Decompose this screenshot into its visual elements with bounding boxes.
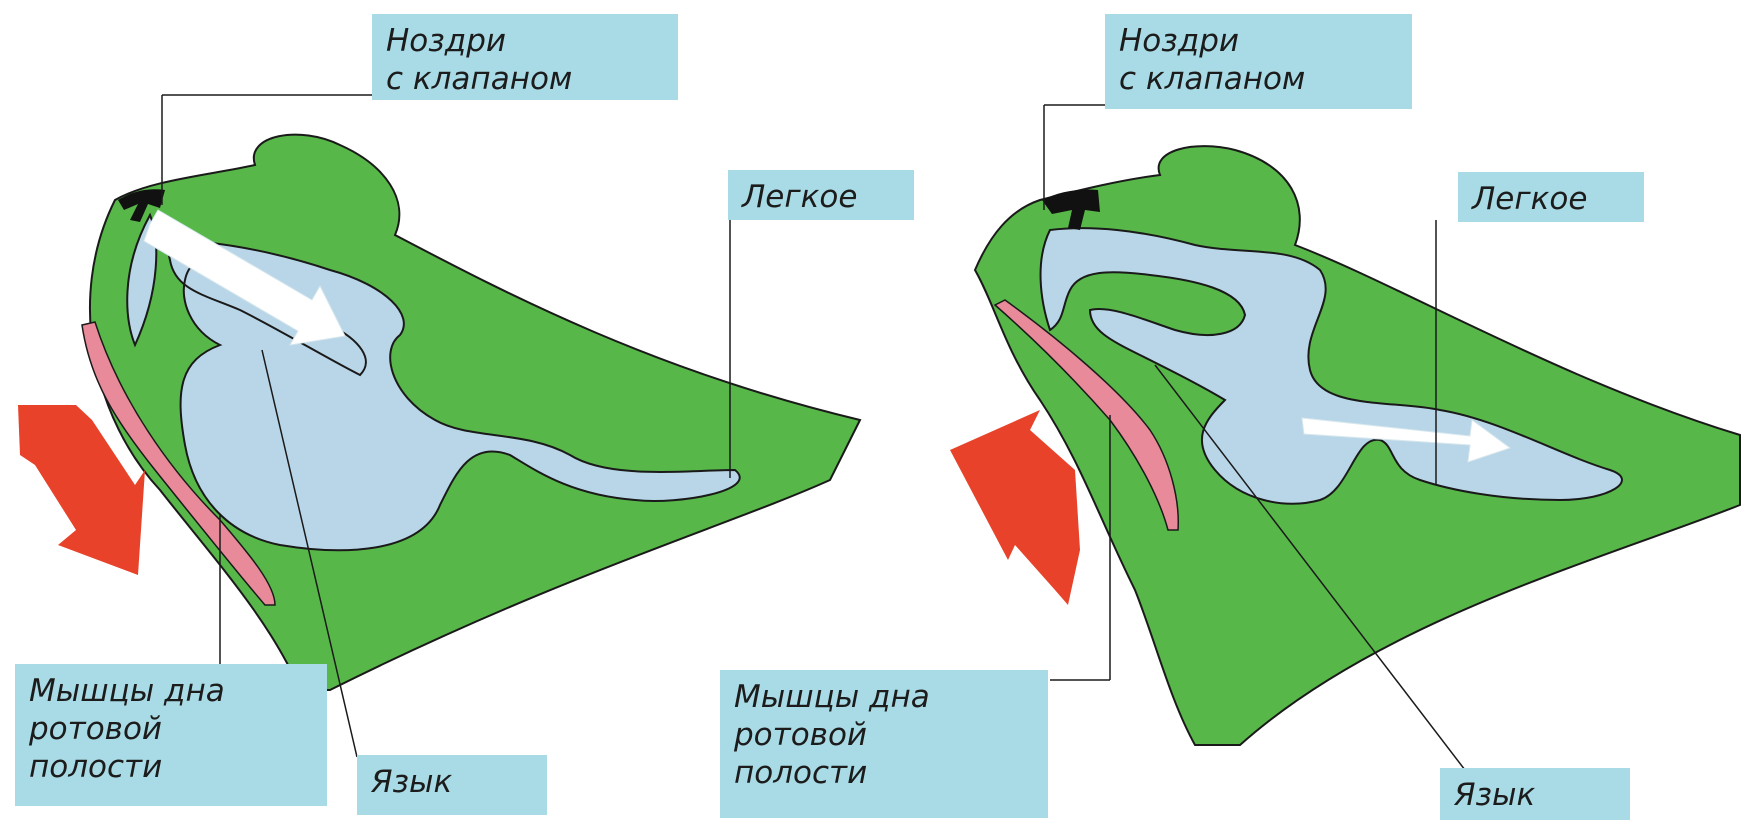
lung-label-right: Легкое xyxy=(1458,172,1644,222)
tongue-label-right-text: Язык xyxy=(1454,776,1616,814)
lung-label-left: Легкое xyxy=(728,170,914,220)
muscle-label-left-line3: полости xyxy=(29,748,313,786)
nostrils-label-right: Ноздри с клапаном xyxy=(1105,14,1412,109)
nostrils-label-right-line1: Ноздри xyxy=(1119,22,1398,60)
muscle-label-right-line1: Мышцы дна xyxy=(734,678,1034,716)
muscle-force-arrow-right xyxy=(950,410,1080,605)
muscle-label-right-line3: полости xyxy=(734,754,1034,792)
tongue-label-right: Язык xyxy=(1440,768,1630,820)
nostrils-label-left-line1: Ноздри xyxy=(386,22,664,60)
nostrils-label-left-line2: с клапаном xyxy=(386,60,664,98)
lung-label-left-text: Легкое xyxy=(742,178,900,216)
muscle-label-right: Мышцы дна ротовой полости xyxy=(720,670,1048,818)
muscle-label-right-line2: ротовой xyxy=(734,716,1034,754)
muscle-label-left-line1: Мышцы дна xyxy=(29,672,313,710)
tongue-label-left-text: Язык xyxy=(371,763,533,801)
lung-label-right-text: Легкое xyxy=(1472,180,1630,218)
nostrils-label-right-line2: с клапаном xyxy=(1119,60,1398,98)
nostrils-label-left: Ноздри с клапаном xyxy=(372,14,678,100)
muscle-label-left: Мышцы дна ротовой полости xyxy=(15,664,327,806)
muscle-label-left-line2: ротовой xyxy=(29,710,313,748)
tongue-label-left: Язык xyxy=(357,755,547,815)
